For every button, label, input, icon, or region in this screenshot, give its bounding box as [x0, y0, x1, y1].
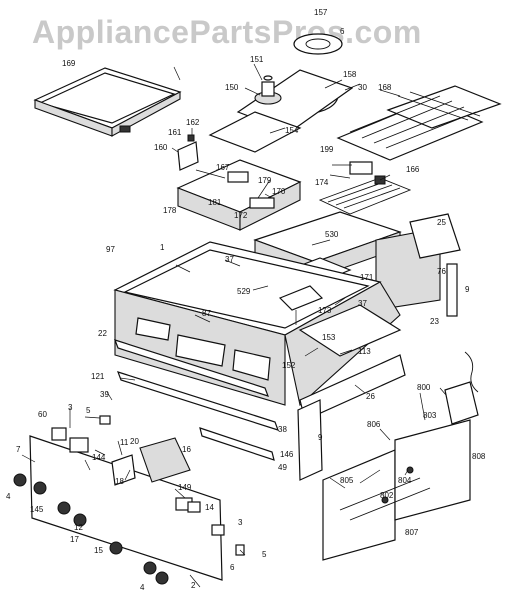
callout-149: 149 — [178, 483, 192, 492]
callout-2: 2 — [191, 581, 196, 590]
callout-153: 153 — [322, 333, 336, 342]
callout-174: 174 — [315, 178, 329, 187]
callout-12: 12 — [74, 523, 83, 532]
callout-171: 171 — [360, 273, 374, 282]
callout-179: 179 — [258, 176, 272, 185]
callout-151: 151 — [250, 55, 264, 64]
callout-49: 49 — [278, 463, 287, 472]
callout-800: 800 — [417, 383, 431, 392]
callout-199: 199 — [320, 145, 334, 154]
grill-grates-168 — [336, 85, 502, 161]
callout-169: 169 — [62, 59, 76, 68]
callout-806: 806 — [367, 420, 381, 429]
control-panel-front — [29, 435, 223, 581]
callout-3a: 3 — [68, 403, 73, 412]
callout-161: 161 — [168, 128, 182, 137]
callout-154: 154 — [285, 126, 299, 135]
burner-box-167 — [176, 159, 302, 231]
watermark: AppliancePartsPros.com — [32, 14, 422, 50]
module-800 — [444, 351, 479, 425]
callout-1: 1 — [160, 243, 165, 252]
bracket-assembly-806 — [322, 419, 471, 561]
callout-11: 11 — [120, 438, 129, 447]
callout-167: 167 — [216, 163, 230, 172]
callout-37b: 37 — [358, 299, 367, 308]
callout-162: 162 — [186, 118, 200, 127]
callout-808: 808 — [472, 452, 486, 461]
grill-element-166 — [318, 161, 412, 215]
callout-805: 805 — [340, 476, 354, 485]
callout-18: 18 — [115, 477, 124, 486]
front-trims-22-121 — [114, 339, 279, 461]
callout-157: 157 — [314, 8, 328, 17]
callout-14: 14 — [205, 503, 214, 512]
callout-9a: 9 — [465, 285, 470, 294]
callout-22: 22 — [98, 329, 107, 338]
callout-529: 529 — [237, 287, 251, 296]
callout-530: 530 — [325, 230, 339, 239]
callout-802: 802 — [380, 491, 394, 500]
callout-152: 152 — [282, 361, 296, 370]
callout-121: 121 — [91, 372, 105, 381]
callout-23: 23 — [430, 317, 439, 326]
callout-39: 39 — [100, 390, 109, 399]
callout-87: 87 — [202, 309, 211, 318]
callout-5b: 5 — [262, 550, 267, 559]
callout-7: 7 — [16, 445, 21, 454]
callout-4b: 4 — [140, 583, 145, 592]
callout-3b: 3 — [238, 518, 243, 527]
callout-37a: 37 — [225, 255, 234, 264]
callout-178: 178 — [163, 206, 177, 215]
switches-14-149 — [51, 415, 245, 556]
callout-150: 150 — [225, 83, 239, 92]
callout-158: 158 — [343, 70, 357, 79]
callout-173: 173 — [318, 306, 332, 315]
callout-113: 113 — [358, 347, 371, 356]
callout-807: 807 — [405, 528, 419, 537]
callout-25: 25 — [437, 218, 446, 227]
callout-30: 30 — [358, 83, 367, 92]
callout-803: 803 — [423, 411, 437, 420]
callout-166: 166 — [406, 165, 420, 174]
cooktop-main-body-1 — [113, 241, 402, 407]
callout-168: 168 — [378, 83, 392, 92]
grease-panel-76 — [375, 213, 461, 317]
callout-172: 172 — [234, 211, 248, 220]
callout-144: 144 — [92, 453, 106, 462]
callout-5a: 5 — [86, 406, 91, 415]
callout-181: 181 — [208, 198, 222, 207]
callout-6: 6 — [340, 27, 345, 36]
callout-97: 97 — [106, 245, 115, 254]
bracket-160 — [177, 134, 199, 171]
callout-9b: 9 — [318, 433, 323, 442]
callout-170: 170 — [272, 187, 286, 196]
callout-15: 15 — [94, 546, 103, 555]
griddle-169 — [33, 67, 182, 137]
callout-20: 20 — [130, 437, 139, 446]
callout-160: 160 — [154, 143, 168, 152]
control-knobs — [13, 473, 169, 585]
callout-16: 16 — [182, 445, 191, 454]
callout-17: 17 — [70, 535, 79, 544]
callout-4a: 4 — [6, 492, 11, 501]
callout-60: 60 — [38, 410, 47, 419]
side-panel-26 — [297, 354, 406, 481]
callout-6b: 6 — [230, 563, 235, 572]
callout-38: 38 — [278, 425, 287, 434]
callout-804: 804 — [398, 476, 412, 485]
callout-76: 76 — [437, 267, 446, 276]
callout-26: 26 — [366, 392, 375, 401]
callout-145: 145 — [30, 505, 44, 514]
callout-146: 146 — [280, 450, 294, 459]
